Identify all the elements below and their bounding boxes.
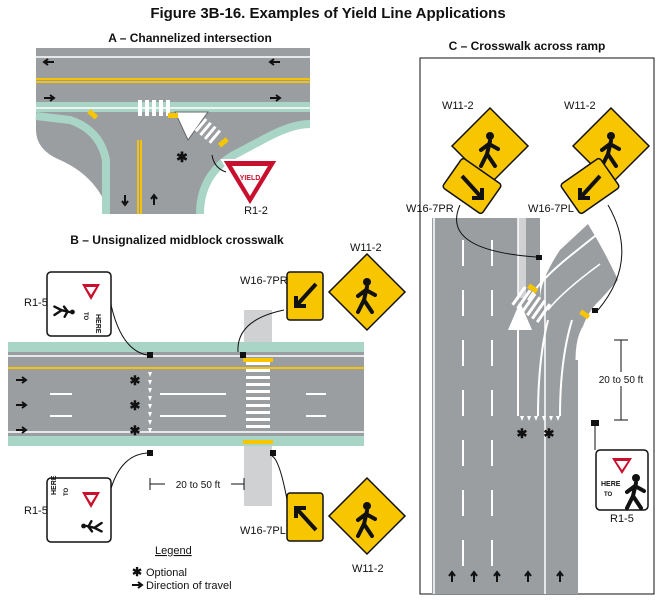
label-w16-7pr-b: W16-7PR	[240, 275, 288, 287]
legend-asterisk: ✱	[132, 565, 142, 579]
r15-to-text: TO	[604, 492, 613, 498]
panel-b-title: B – Unsignalized midblock crosswalk	[70, 233, 284, 247]
arrow-up-left-icon	[294, 506, 318, 532]
sign-w11-2-bottom	[327, 476, 407, 556]
panel-c-ramp: ✱ ✱ 20 to 50 ft	[432, 204, 650, 594]
optional-asterisk: ✱	[544, 426, 555, 441]
label-w16-7pl-c: W16-7PL	[528, 203, 574, 215]
legend-direction: Direction of travel	[146, 580, 232, 592]
panel-b-midblock: ✱ ✱ ✱ 20 to 50 ft	[8, 299, 364, 506]
label-w11-2-bottom: W11-2	[352, 563, 384, 575]
panel-a-title: A – Channelized intersection	[108, 31, 272, 45]
legend-optional: Optional	[146, 567, 187, 579]
direction-arrow-icon	[131, 581, 143, 589]
sign-r1-5-c: HERE TO	[595, 449, 649, 511]
label-r1-5-bottom: R1-5	[24, 505, 48, 517]
optional-asterisk: ✱	[130, 423, 141, 438]
arrow-down-right-icon	[460, 174, 484, 200]
panel-c-title: C – Crosswalk across ramp	[449, 39, 606, 53]
sign-label-r1-2: R1-2	[244, 205, 268, 217]
r15-here-text: HERE	[94, 314, 101, 334]
r15-to-text: TO	[82, 312, 88, 321]
label-w11-2-c-left: W11-2	[442, 100, 474, 112]
optional-asterisk: ✱	[130, 373, 141, 388]
label-r1-5-c: R1-5	[610, 513, 634, 525]
arrow-down-left-icon	[294, 282, 318, 308]
legend-title: Legend	[155, 545, 192, 557]
sign-w16-7pl-c	[560, 157, 620, 215]
optional-asterisk: ✱	[176, 149, 188, 165]
legend: Legend ✱ Optional Direction of travel	[131, 545, 232, 592]
sign-r1-5-bottom: HERE TO	[46, 475, 112, 543]
label-w16-7pr-c: W16-7PR	[406, 203, 454, 215]
label-w11-2-c-right: W11-2	[564, 100, 596, 112]
r15-here-text: HERE	[601, 481, 621, 488]
dimension-label-b: 20 to 50 ft	[176, 480, 221, 491]
sign-w11-2-top	[327, 252, 407, 332]
label-r1-5-top: R1-5	[24, 297, 48, 309]
figure-title: Figure 3B-16. Examples of Yield Line App…	[150, 5, 505, 22]
label-w11-2-top: W11-2	[350, 242, 382, 254]
optional-asterisk: ✱	[517, 426, 528, 441]
r15-here-text: HERE	[51, 475, 58, 495]
label-w16-7pl-b: W16-7PL	[240, 525, 286, 537]
dimension-label-c: 20 to 50 ft	[599, 375, 644, 386]
r15-to-text: TO	[64, 487, 70, 496]
yield-sign-text: YIELD	[240, 175, 261, 182]
panel-a-intersection: ✱ YIELD R1-2	[35, 48, 311, 217]
optional-asterisk: ✱	[130, 398, 141, 413]
sign-w16-7pr-c	[442, 157, 502, 215]
sign-r1-5-top: HERE TO	[46, 271, 112, 337]
arrow-down-left-icon	[578, 174, 602, 200]
